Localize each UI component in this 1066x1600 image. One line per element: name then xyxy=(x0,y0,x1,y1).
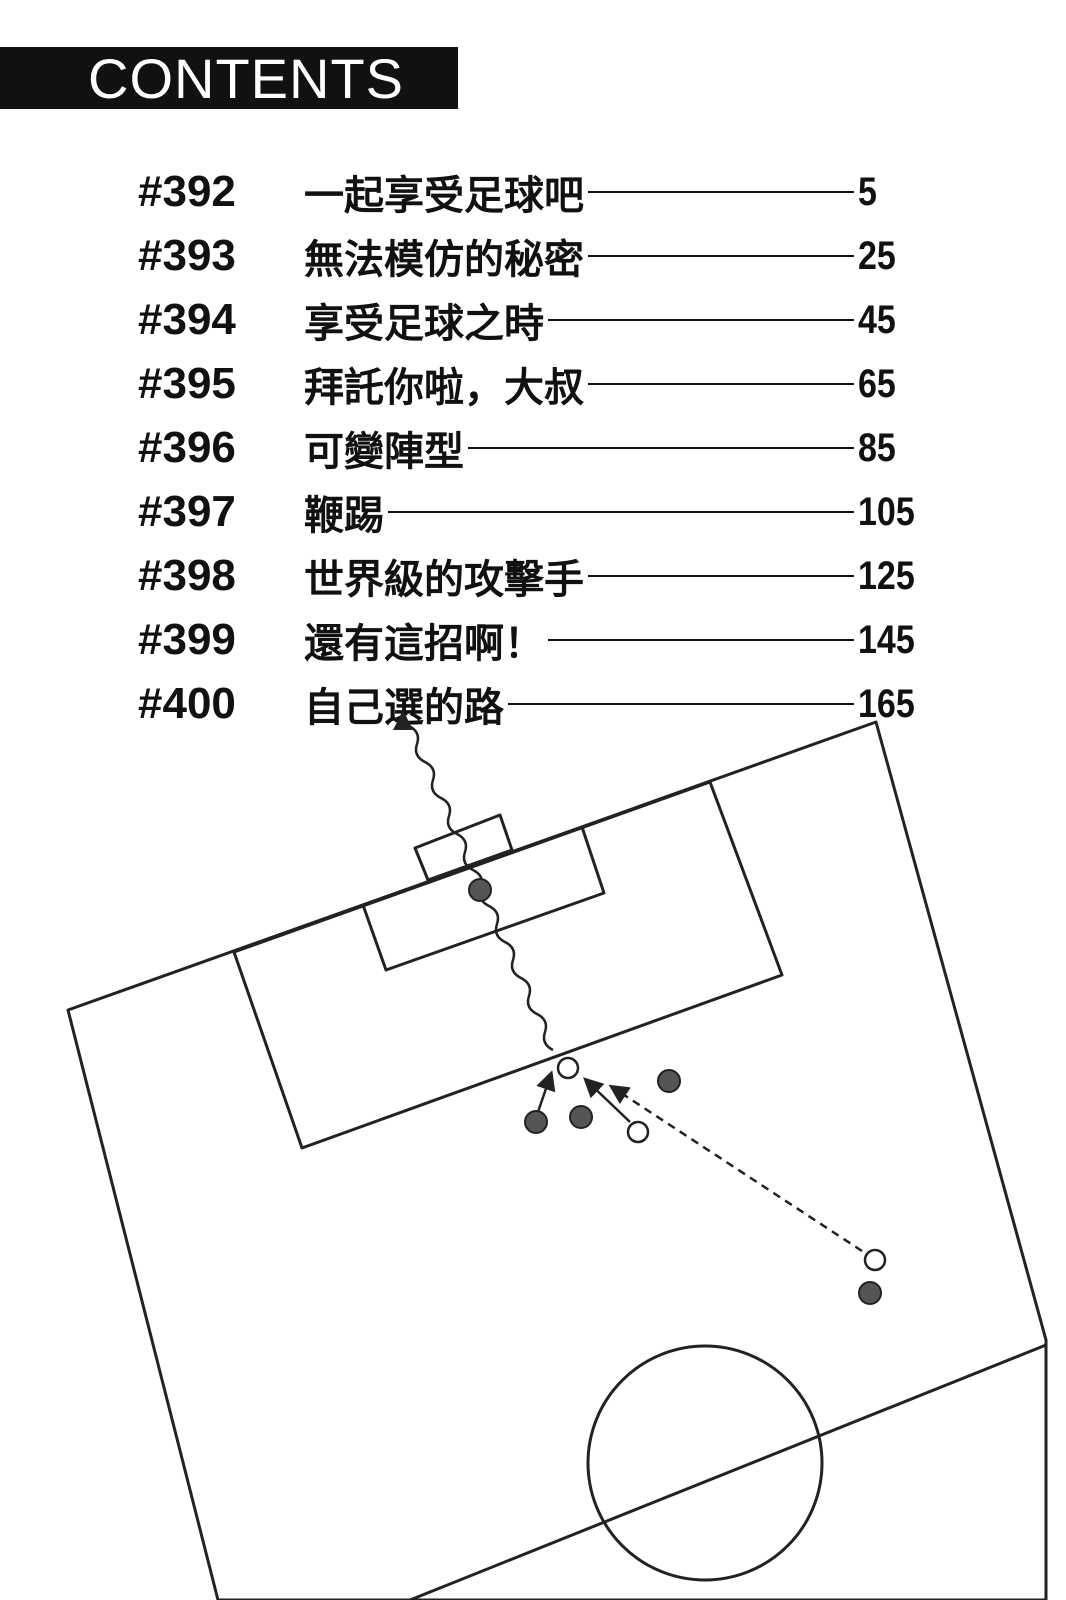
chapter-title: 無法模仿的秘密 xyxy=(304,237,584,283)
toc-row[interactable]: #397 鞭踢 105 xyxy=(138,480,928,544)
halfway-line xyxy=(409,1343,1047,1600)
chapter-title: 一起享受足球吧 xyxy=(304,173,584,219)
leader-line xyxy=(588,255,854,257)
chapter-title: 鞭踢 xyxy=(304,493,384,539)
run-arrow xyxy=(536,1070,556,1113)
toc-row[interactable]: #396 可變陣型 85 xyxy=(138,416,928,480)
page-number: 125 xyxy=(858,553,915,598)
chapter-number: #394 xyxy=(138,295,236,344)
toc-row[interactable]: #398 世界級的攻擊手 125 xyxy=(138,544,928,608)
player-marker xyxy=(569,1105,593,1129)
leader-line xyxy=(588,191,854,193)
header-bar xyxy=(0,47,458,109)
page-number: 105 xyxy=(858,489,915,534)
chapter-number: #400 xyxy=(138,679,236,728)
pitch-diagram xyxy=(66,710,1048,1600)
page-number: 165 xyxy=(858,681,915,726)
pitch-boundary xyxy=(66,720,1048,1600)
centre-circle xyxy=(586,1344,824,1582)
table-of-contents: #392 一起享受足球吧 5 #393 無法模仿的秘密 25 #394 享受足球… xyxy=(138,160,928,736)
open-player-marker xyxy=(863,1248,887,1272)
leader-line xyxy=(548,319,854,321)
page-number: 45 xyxy=(858,297,896,342)
toc-row[interactable]: #399 還有這招啊！ 145 xyxy=(138,608,928,672)
page-number: 25 xyxy=(858,233,896,278)
run-arrow xyxy=(583,1077,631,1123)
shot-path xyxy=(393,710,554,1052)
leader-line xyxy=(548,639,854,641)
leader-line xyxy=(588,383,854,385)
page-number: 65 xyxy=(858,361,896,406)
chapter-number: #399 xyxy=(138,615,236,664)
chapter-number: #393 xyxy=(138,231,236,280)
chapter-number: #397 xyxy=(138,487,236,536)
goal-area xyxy=(361,825,606,972)
goal xyxy=(413,813,514,882)
chapter-title: 還有這招啊！ xyxy=(304,621,544,667)
leader-line xyxy=(468,447,854,449)
toc-row[interactable]: #393 無法模仿的秘密 25 xyxy=(138,224,928,288)
page-title: CONTENTS xyxy=(88,47,404,110)
chapter-title: 可變陣型 xyxy=(304,429,464,475)
player-marker xyxy=(657,1069,681,1093)
chapter-number: #398 xyxy=(138,551,236,600)
chapter-title: 拜託你啦，大叔 xyxy=(304,365,584,411)
toc-row[interactable]: #400 自己選的路 165 xyxy=(138,672,928,736)
page-number: 145 xyxy=(858,617,915,662)
open-player-marker xyxy=(626,1120,650,1144)
page-number: 85 xyxy=(858,425,896,470)
toc-row[interactable]: #395 拜託你啦，大叔 65 xyxy=(138,352,928,416)
chapter-title: 享受足球之時 xyxy=(304,301,544,347)
leader-line xyxy=(388,511,854,513)
chapter-title: 世界級的攻擊手 xyxy=(304,557,584,603)
player-marker xyxy=(858,1281,882,1305)
ball-marker xyxy=(556,1056,580,1080)
pass-path xyxy=(608,1084,863,1253)
toc-row[interactable]: #394 享受足球之時 45 xyxy=(138,288,928,352)
leader-line xyxy=(588,575,854,577)
chapter-number: #392 xyxy=(138,167,236,216)
page-number: 5 xyxy=(858,169,877,214)
leader-line xyxy=(508,703,854,705)
chapter-number: #396 xyxy=(138,423,236,472)
toc-row[interactable]: #392 一起享受足球吧 5 xyxy=(138,160,928,224)
chapter-number: #395 xyxy=(138,359,236,408)
player-marker xyxy=(524,1110,548,1134)
player-marker xyxy=(468,878,492,902)
